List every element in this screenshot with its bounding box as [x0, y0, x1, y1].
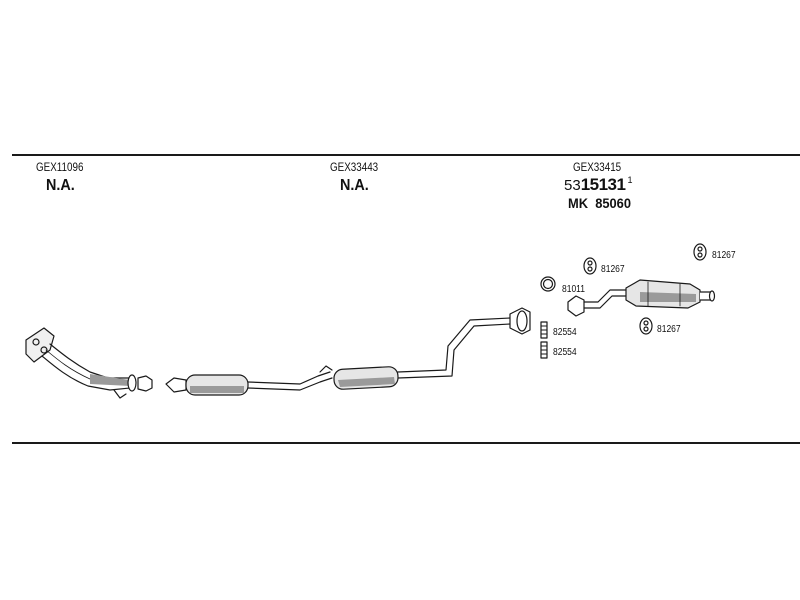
- mk-label: MK: [568, 195, 589, 211]
- part-code-front-pipe: GEX11096: [36, 160, 84, 174]
- rear-pipe-top: [583, 289, 629, 303]
- intermediate-inlet-cone: [165, 377, 187, 393]
- part-number-main: 15131: [580, 175, 626, 194]
- flange-bolt-hole-1: [32, 338, 40, 346]
- tailpipe-tip: [708, 290, 716, 302]
- rear-muffler-shade: [640, 292, 696, 302]
- part-code-rear-muffler: GEX33415: [573, 160, 622, 174]
- part-number-suffix: 1: [627, 175, 633, 185]
- gasket-spring-lower-icon: [540, 341, 548, 359]
- resonator-to-bend-pipe-top: [247, 371, 331, 385]
- callout-82554-lower: 82554: [553, 347, 577, 358]
- rising-pipe-top: [397, 317, 511, 373]
- rubber-hanger-upper-left-icon: [583, 257, 597, 275]
- rising-pipe-bottom: [397, 323, 511, 379]
- rear-inlet-flange: [567, 295, 585, 317]
- status-front-pipe: N.A.: [46, 177, 75, 194]
- mk-reference: MK 85060: [568, 196, 631, 210]
- resonator-to-bend-pipe-bottom: [247, 377, 333, 391]
- rear-pipe-bottom: [583, 295, 629, 309]
- callout-81267-lower: 81267: [657, 324, 681, 335]
- rising-pipe-end-ring: [516, 310, 528, 332]
- pipe-hanger-1: [319, 365, 333, 373]
- callout-82554-upper: 82554: [553, 327, 577, 338]
- intermediate-pipe-assembly: [165, 307, 531, 396]
- clamp-ring-inner-icon: [542, 278, 554, 290]
- front-pipe-bracket: [113, 389, 127, 399]
- rubber-hanger-upper-right-icon: [693, 243, 707, 261]
- front-pipe-lower: [41, 355, 131, 391]
- rear-muffler-seam: [647, 281, 681, 307]
- top-divider-line: [12, 154, 800, 156]
- gasket-spring-upper-icon: [540, 321, 548, 339]
- front-pipe-assembly: [25, 327, 153, 399]
- callout-81267-upper-left: 81267: [601, 264, 625, 275]
- front-pipe-outlet-flange: [127, 374, 137, 392]
- front-pipe-shading: [90, 374, 130, 386]
- front-pipe-center: [45, 349, 131, 384]
- mk-number: 85060: [595, 195, 632, 211]
- rubber-hanger-lower-icon: [639, 317, 653, 335]
- rear-muffler-assembly: [567, 279, 716, 317]
- front-pipe-upper: [49, 343, 131, 379]
- first-resonator-shade: [190, 386, 244, 393]
- clamp-ring-icon: [540, 276, 556, 292]
- callout-81267-upper-right: 81267: [712, 250, 736, 261]
- callout-81011: 81011: [562, 284, 586, 295]
- manifold-flange: [25, 327, 55, 363]
- status-middle-section: N.A.: [340, 177, 369, 194]
- second-resonator-shade: [338, 377, 395, 387]
- flange-bolt-hole-2: [40, 346, 48, 354]
- front-pipe-joint-ring: [137, 375, 153, 392]
- part-number-prefix: 53: [564, 177, 581, 194]
- part-code-middle-section: GEX33443: [330, 160, 379, 174]
- bottom-divider-line: [12, 442, 800, 444]
